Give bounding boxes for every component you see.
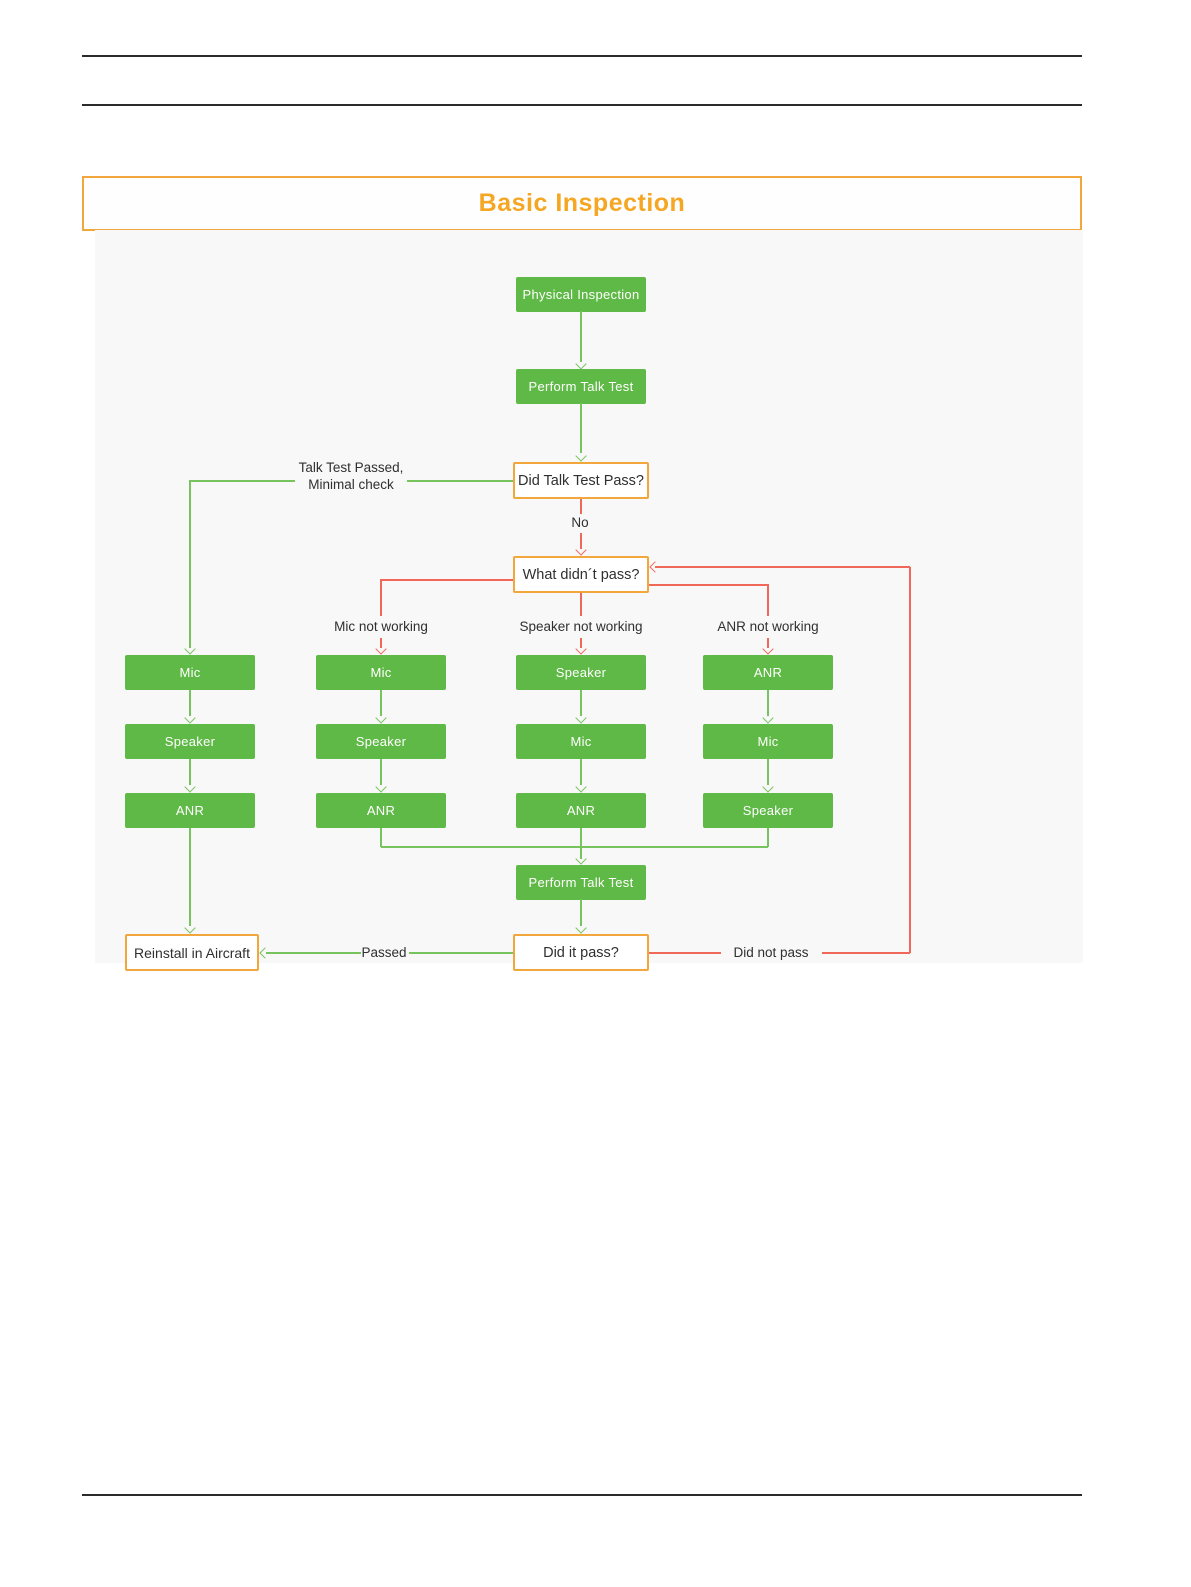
node-label: Physical Inspection: [522, 287, 640, 302]
node-did-it-pass: Did it pass?: [513, 934, 649, 971]
node-col3-mic: Mic: [516, 724, 646, 759]
edge-col3-merge-drop: [580, 828, 582, 847]
node-label: Mic: [179, 665, 201, 680]
edge-label-did-not-pass: Did not pass: [723, 944, 819, 961]
node-perform-talk-test-1: Perform Talk Test: [516, 369, 646, 404]
edge-merge-horizontal: [381, 846, 768, 848]
edge-label-text: Speaker not working: [519, 619, 643, 634]
edge-col2-step1: [380, 690, 382, 716]
edge-col2-step2: [380, 759, 382, 785]
edge-no-upper: [580, 499, 582, 514]
node-did-talk-test-pass: Did Talk Test Pass?: [513, 462, 649, 499]
edge-speakerbranch-lower: [580, 638, 582, 648]
node-col2-speaker: Speaker: [316, 724, 446, 759]
node-label: ANR: [175, 803, 205, 818]
node-col3-anr: ANR: [516, 793, 646, 828]
edge-col1-to-reinstall: [189, 828, 191, 926]
edge-label-text: ANR not working: [717, 619, 819, 634]
edge-passed2-left-segment: [266, 952, 361, 954]
node-col2-anr: ANR: [316, 793, 446, 828]
edge-micbranch-upper: [380, 579, 382, 616]
edge-col4-merge-drop: [767, 828, 769, 847]
edge-no-lower: [580, 533, 582, 549]
edge-passed-down-col1: [189, 480, 191, 648]
edge-micbranch-horizontal: [381, 579, 513, 581]
edge-label-text: Passed: [361, 945, 407, 960]
header-rule-bottom: [82, 104, 1082, 106]
edge-label-mic-not-working: Mic not working: [326, 618, 436, 635]
node-label: ANR: [366, 803, 396, 818]
edge-label-passed: Passed: [361, 944, 407, 961]
edge-label-anr-not-working: ANR not working: [711, 618, 825, 635]
node-col4-mic: Mic: [703, 724, 833, 759]
node-label: Mic: [757, 734, 779, 749]
edge-label-no: No: [564, 514, 596, 531]
node-label: Speaker: [164, 734, 216, 749]
edge-loop-horizontal: [655, 566, 910, 568]
node-col3-speaker: Speaker: [516, 655, 646, 690]
edge-label-text: Mic not working: [334, 619, 428, 634]
node-label: Reinstall in Aircraft: [134, 944, 250, 961]
node-col2-mic: Mic: [316, 655, 446, 690]
flowchart-panel: [95, 230, 1083, 963]
node-label: Did it pass?: [543, 944, 619, 961]
node-label: ANR: [753, 665, 783, 680]
node-col1-anr: ANR: [125, 793, 255, 828]
node-label: Perform Talk Test: [528, 379, 634, 394]
edge-anrbranch-upper: [767, 584, 769, 616]
node-col4-anr: ANR: [703, 655, 833, 690]
edge-col1-step1: [189, 690, 191, 716]
node-physical-inspection: Physical Inspection: [516, 277, 646, 312]
edge-label-line1: Talk Test Passed,: [298, 460, 404, 475]
node-label: ANR: [566, 803, 596, 818]
edge-merge-to-retest: [580, 847, 582, 859]
node-what-didnt-pass: What didn´t pass?: [513, 556, 649, 593]
node-perform-talk-test-2: Perform Talk Test: [516, 865, 646, 900]
node-label: Perform Talk Test: [528, 875, 634, 890]
edge-speakerbranch-upper: [580, 593, 582, 616]
node-label: Speaker: [355, 734, 407, 749]
edge-passed-left-segment: [190, 480, 296, 482]
edge-micbranch-lower: [380, 638, 382, 648]
edge-passed2-right-segment: [409, 952, 513, 954]
edge-label-line2: Minimal check: [308, 477, 394, 492]
page-title: Basic Inspection: [478, 189, 686, 217]
edge-didnotpass-left-segment: [649, 952, 721, 954]
node-label: Speaker: [555, 665, 607, 680]
edge-col3-step1: [580, 690, 582, 716]
node-col1-mic: Mic: [125, 655, 255, 690]
edge-didnotpass-right-segment: [822, 952, 910, 954]
node-col1-speaker: Speaker: [125, 724, 255, 759]
edge-physical-to-talktest: [580, 311, 582, 362]
title-box: Basic Inspection: [82, 176, 1082, 231]
edge-anrbranch-horizontal: [649, 584, 768, 586]
header-rule-top: [82, 55, 1082, 57]
node-label: Mic: [570, 734, 592, 749]
node-label: Mic: [370, 665, 392, 680]
edge-label-speaker-not-working: Speaker not working: [513, 618, 649, 635]
node-reinstall-in-aircraft: Reinstall in Aircraft: [125, 934, 259, 971]
footer-rule: [82, 1494, 1082, 1496]
node-label: Did Talk Test Pass?: [518, 472, 644, 489]
edge-loop-vertical: [909, 567, 911, 953]
node-label: Speaker: [742, 803, 794, 818]
edge-retest-to-didpass: [580, 899, 582, 926]
edge-col3-step2: [580, 759, 582, 785]
edge-col2-merge-drop: [380, 828, 382, 847]
edge-talktest-to-didpass: [580, 403, 582, 453]
node-label: What didn´t pass?: [522, 566, 640, 583]
edge-col4-step1: [767, 690, 769, 716]
edge-label-talk-test-passed: Talk Test Passed, Minimal check: [295, 459, 407, 493]
node-col4-speaker: Speaker: [703, 793, 833, 828]
edge-col1-step2: [189, 759, 191, 785]
edge-label-text: Did not pass: [733, 945, 809, 960]
edge-passed-right-segment: [406, 480, 513, 482]
edge-col4-step2: [767, 759, 769, 785]
edge-label-text: No: [571, 515, 589, 530]
edge-anrbranch-lower: [767, 638, 769, 648]
